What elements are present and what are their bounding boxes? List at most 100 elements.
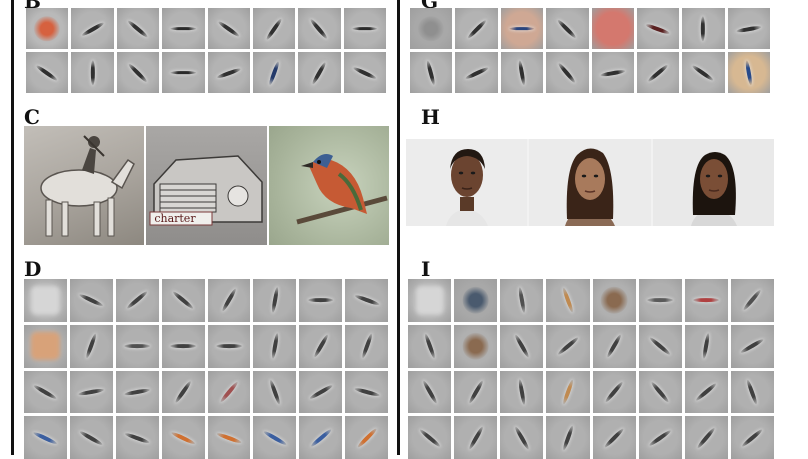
filter-tile [684, 279, 728, 322]
filter-pattern [170, 70, 197, 75]
filter-pattern [557, 18, 578, 39]
filter-tile [408, 370, 452, 414]
panel-h-photos [406, 139, 774, 226]
filter-tile [71, 52, 114, 93]
filter-tile [730, 416, 774, 459]
filter-tile [253, 279, 297, 322]
panel-label-g: G [421, 0, 439, 13]
filter-pattern [352, 26, 378, 31]
filter-pattern [79, 429, 104, 446]
filter-tile [500, 370, 544, 414]
filter-pattern [467, 425, 484, 450]
filter-tile [115, 279, 159, 322]
filter-tile [546, 370, 590, 414]
filter-tile [252, 8, 296, 49]
panel-c-photos: charter [24, 126, 389, 245]
filter-pattern [599, 15, 626, 42]
filter-tile [454, 416, 498, 459]
filter-pattern [34, 15, 61, 42]
filter-pattern [599, 68, 626, 77]
filter-pattern [462, 332, 490, 360]
filter-tile [546, 324, 590, 368]
filter-pattern [270, 287, 279, 314]
filter-pattern [216, 66, 242, 79]
panel-label-c: C [24, 105, 40, 129]
filter-pattern [216, 431, 242, 444]
car-plate-caption: charter [154, 212, 196, 225]
filter-tile [591, 8, 634, 49]
filter-tile [161, 370, 205, 414]
filter-pattern [696, 426, 717, 449]
horse-rider-photo [24, 126, 145, 245]
filter-pattern [426, 59, 437, 86]
filter-tile [299, 416, 343, 459]
filter-pattern [649, 336, 672, 356]
face-1-illustration [446, 149, 488, 226]
filter-pattern [418, 427, 441, 448]
filter-pattern [124, 431, 150, 444]
filter-tile [115, 416, 159, 459]
filter-pattern [312, 334, 329, 359]
face-2-illustration [565, 148, 616, 226]
panel-label-i: I [421, 257, 431, 281]
filter-tile [161, 416, 205, 459]
panel-g-filter-grid [410, 8, 770, 93]
filter-tile [410, 8, 453, 49]
panel-i-filter-grid [408, 279, 774, 459]
filter-tile [115, 324, 159, 368]
filter-tile [345, 416, 388, 459]
filter-pattern [517, 378, 526, 405]
filter-pattern [418, 15, 445, 42]
filter-pattern [170, 26, 197, 31]
filter-tile [69, 416, 113, 459]
filter-pattern [600, 287, 628, 314]
filter-tile [410, 52, 453, 93]
filter-tile [546, 8, 589, 49]
filter-tile [343, 8, 386, 49]
bird-illustration [296, 154, 388, 225]
filter-pattern [307, 298, 334, 303]
filter-pattern [741, 427, 764, 448]
face-photo-3 [652, 139, 774, 226]
filter-pattern [309, 17, 330, 40]
filter-pattern [464, 65, 489, 80]
filter-pattern [170, 344, 196, 349]
filter-tile [161, 279, 205, 322]
filter-pattern [556, 336, 580, 356]
filter-pattern [517, 59, 526, 86]
filter-tile [116, 8, 160, 49]
filter-tile [162, 8, 205, 49]
filter-tile [207, 416, 251, 459]
filter-pattern [740, 337, 765, 355]
filter-tile [592, 370, 636, 414]
filter-pattern [467, 379, 484, 405]
filter-tile [161, 324, 205, 368]
filter-tile [730, 279, 774, 322]
filter-pattern [513, 425, 530, 450]
filter-tile [682, 52, 725, 93]
filter-tile [454, 279, 498, 322]
panel-b-filter-grid [26, 8, 386, 93]
filter-tile [636, 52, 680, 93]
filter-pattern [309, 427, 332, 448]
filter-pattern [517, 287, 526, 314]
filter-tile [299, 324, 343, 368]
filter-pattern [353, 294, 380, 307]
filter-pattern [645, 22, 671, 35]
filter-tile [207, 279, 251, 322]
filter-tile [24, 416, 67, 459]
filter-tile [253, 416, 297, 459]
filter-pattern [648, 428, 672, 447]
filter-tile [684, 324, 728, 368]
filter-tile [69, 279, 113, 322]
filter-tile [500, 416, 544, 459]
filter-tile [500, 8, 544, 49]
filter-pattern [746, 379, 759, 405]
filter-pattern [509, 26, 535, 31]
filter-pattern [262, 429, 287, 446]
filter-tile [546, 279, 590, 322]
filter-pattern [311, 60, 328, 85]
filter-pattern [352, 65, 378, 80]
filter-pattern [415, 286, 444, 315]
face-photo-2 [529, 139, 651, 226]
